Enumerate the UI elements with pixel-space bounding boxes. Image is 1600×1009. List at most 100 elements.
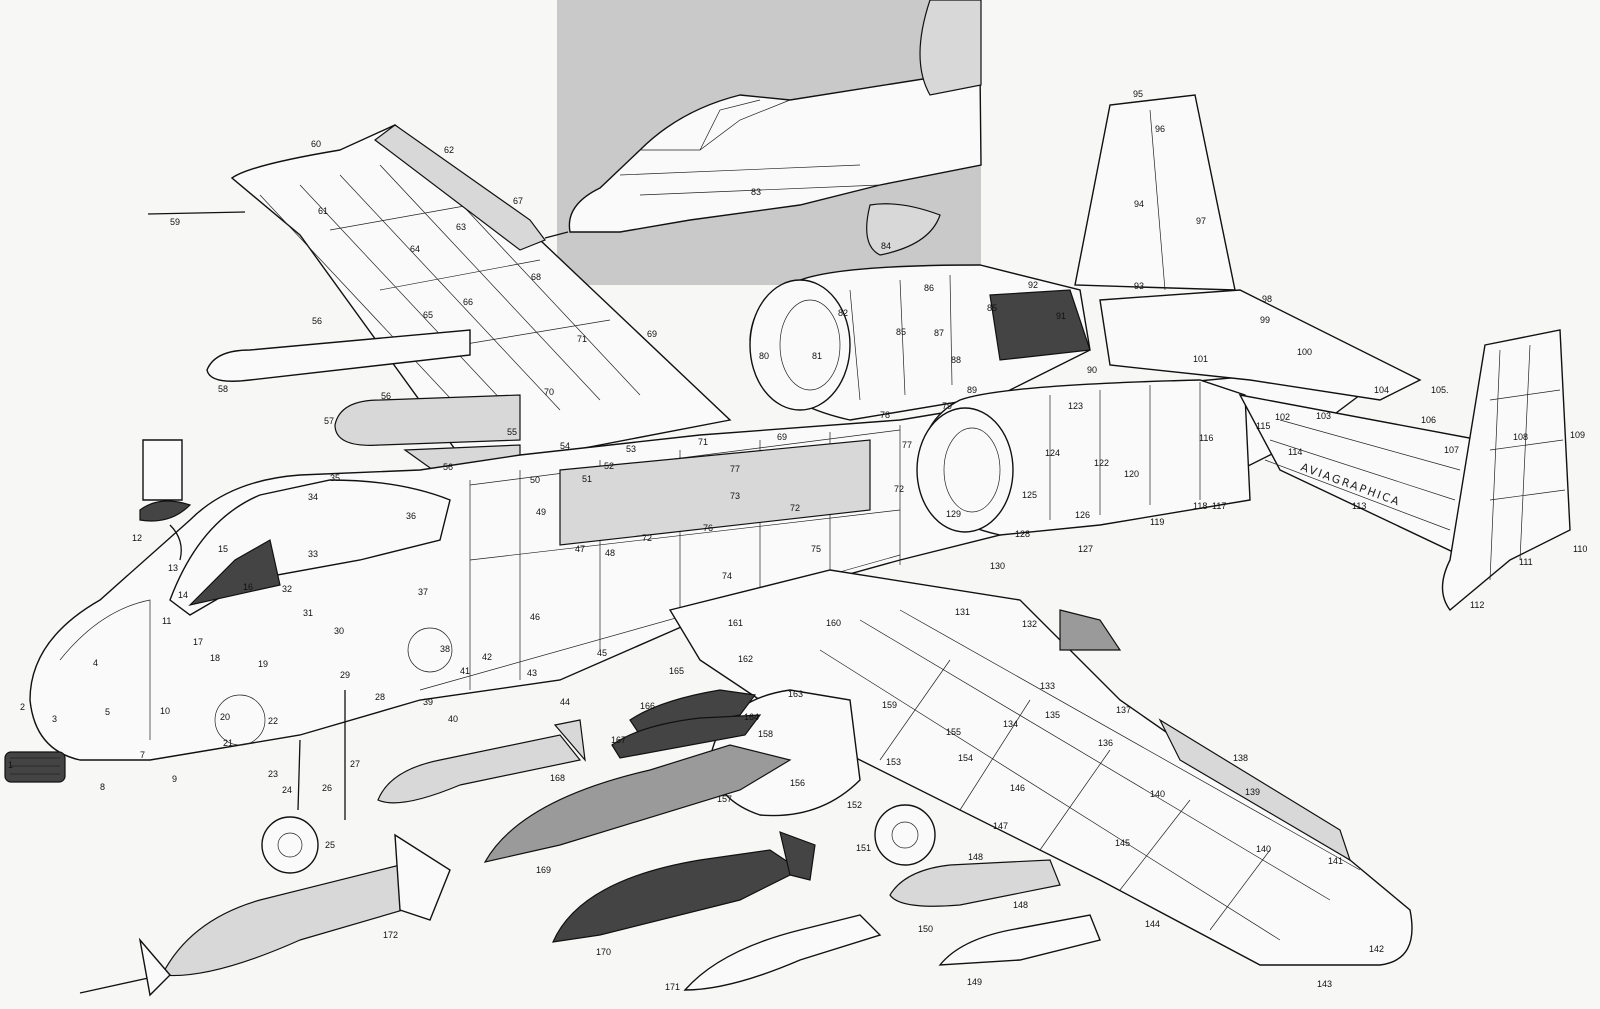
inset-panel (544, 0, 982, 285)
callout-157: 157 (717, 794, 732, 804)
callout-53: 53 (626, 444, 636, 454)
callout-123: 123 (1068, 401, 1083, 411)
callout-160: 160 (826, 618, 841, 628)
callout-40: 40 (448, 714, 458, 724)
callout-2: 2 (20, 702, 25, 712)
callout-33: 33 (308, 549, 318, 559)
callout-66: 66 (463, 297, 473, 307)
callout-23: 23 (268, 769, 278, 779)
callout-136: 136 (1098, 738, 1113, 748)
callout-101: 101 (1193, 354, 1208, 364)
callout-92: 92 (1028, 280, 1038, 290)
callout-155: 155 (946, 727, 961, 737)
callout-68: 68 (531, 272, 541, 282)
callout-34: 34 (308, 492, 318, 502)
callout-90: 90 (1087, 365, 1097, 375)
callout-61: 61 (318, 206, 328, 216)
callout-86: 86 (924, 283, 934, 293)
callout-163: 163 (788, 689, 803, 699)
callout-16: 16 (243, 582, 253, 592)
callout-148b: 148 (1013, 900, 1028, 910)
vertical-fin-upper (1074, 94, 1236, 291)
callout-59: 59 (170, 217, 180, 227)
callout-31: 31 (303, 608, 313, 618)
callout-77b: 77 (902, 440, 912, 450)
callout-119: 119 (1150, 517, 1164, 527)
callout-161: 161 (728, 618, 743, 628)
callout-135: 135 (1045, 710, 1060, 720)
callout-153: 153 (886, 757, 901, 767)
callout-71a: 71 (577, 334, 587, 344)
callout-28: 28 (375, 692, 385, 702)
callout-85b: 85 (987, 303, 997, 313)
callout-122: 122 (1094, 458, 1109, 468)
callout-79: 79 (942, 401, 952, 411)
callout-146: 146 (1010, 783, 1025, 793)
callout-94: 94 (1134, 199, 1144, 209)
callout-25: 25 (325, 840, 335, 850)
callout-49: 49 (536, 507, 546, 517)
engine-right (916, 379, 1251, 536)
callout-154: 154 (958, 753, 973, 763)
callout-132: 132 (1022, 619, 1037, 629)
callout-32: 32 (282, 584, 292, 594)
callout-147: 147 (993, 821, 1008, 831)
callout-58: 58 (218, 384, 228, 394)
callout-82: 82 (838, 308, 848, 318)
callout-134: 134 (1003, 719, 1018, 729)
callout-80: 80 (759, 351, 769, 361)
vertical-fin-right (1441, 329, 1571, 612)
callout-93: 93 (1134, 281, 1144, 291)
callout-104: 104 (1374, 385, 1389, 395)
callout-91: 91 (1056, 311, 1066, 321)
callout-145: 145 (1115, 838, 1130, 848)
callout-125: 125 (1022, 490, 1037, 500)
callout-167: 167 (611, 735, 626, 745)
callout-164: 164 (744, 712, 759, 722)
callout-84: 84 (881, 241, 891, 251)
callout-7: 7 (140, 750, 145, 760)
callout-37: 37 (418, 587, 428, 597)
callout-109: 109 (1570, 430, 1585, 440)
callout-144: 144 (1145, 919, 1160, 929)
callout-143: 143 (1317, 979, 1332, 989)
callout-130: 130 (990, 561, 1005, 571)
callout-20: 20 (220, 712, 230, 722)
callout-99: 99 (1260, 315, 1270, 325)
callout-65: 65 (423, 310, 433, 320)
callout-108: 108 (1513, 432, 1528, 442)
callout-56b: 56 (381, 391, 391, 401)
detached-hatch (139, 439, 192, 561)
callout-111: 111 (1519, 557, 1533, 567)
callout-150: 150 (918, 924, 933, 934)
callout-100: 100 (1297, 347, 1312, 357)
callout-72a: 72 (642, 533, 652, 543)
callout-57: 57 (324, 416, 334, 426)
callout-137: 137 (1116, 705, 1131, 715)
callout-131: 131 (955, 607, 970, 617)
callout-76: 76 (703, 523, 713, 533)
callout-129: 129 (946, 509, 961, 519)
callout-165: 165 (669, 666, 684, 676)
callout-97: 97 (1196, 216, 1206, 226)
callout-29: 29 (340, 670, 350, 680)
callout-52: 52 (604, 461, 614, 471)
callout-70: 70 (544, 387, 554, 397)
callout-126: 126 (1075, 510, 1090, 520)
callout-102: 102 (1275, 412, 1290, 422)
callout-156: 156 (790, 778, 805, 788)
callout-115: 115 (1256, 421, 1270, 431)
callout-50: 50 (530, 475, 540, 485)
callout-95: 95 (1133, 89, 1143, 99)
callout-4: 4 (93, 658, 98, 668)
callout-152: 152 (847, 800, 862, 810)
callout-10: 10 (160, 706, 170, 716)
callout-45: 45 (597, 648, 607, 658)
callout-63: 63 (456, 222, 466, 232)
callout-18: 18 (210, 653, 220, 663)
callout-88: 88 (951, 355, 961, 365)
callout-3: 3 (52, 714, 57, 724)
callout-162: 162 (738, 654, 753, 664)
callout-51: 51 (582, 474, 592, 484)
